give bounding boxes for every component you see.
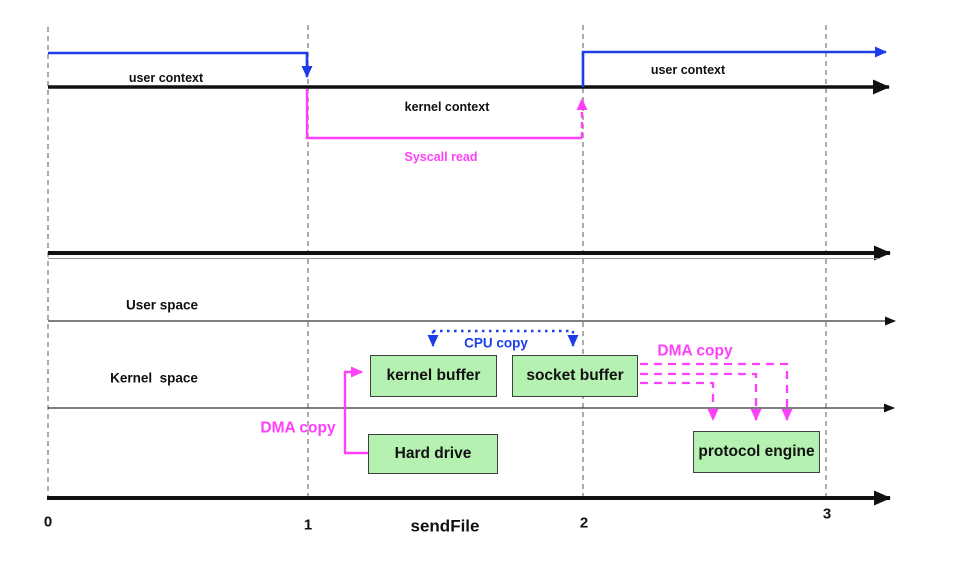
user-context-label-right: user context xyxy=(650,62,726,77)
socket-buffer-label: socket buffer xyxy=(526,367,624,384)
dma-copy-nic-line-1 xyxy=(640,362,793,421)
hard-drive-box: Hard drive xyxy=(368,434,498,474)
user-context-label-left: user context xyxy=(128,70,204,85)
syscall-read-label: Syscall read xyxy=(404,149,478,164)
cpu-copy-label: CPU copy xyxy=(464,335,528,351)
kernel-buffer-label: kernel buffer xyxy=(386,367,481,384)
syscall-read-line xyxy=(305,89,582,140)
user-context-line-left xyxy=(48,51,313,78)
user-context-line-right xyxy=(581,46,887,87)
tick-label-3: 3 xyxy=(822,505,832,523)
hard-drive-label: Hard drive xyxy=(394,445,472,462)
socket-buffer-box: socket buffer xyxy=(512,355,638,397)
dma-copy-disk-line xyxy=(343,366,368,455)
tick-label-2: 2 xyxy=(579,514,589,532)
dma-copy-disk-label: DMA copy xyxy=(260,419,336,437)
tick-label-0: 0 xyxy=(43,513,53,531)
kernel-space-label: Kernel space xyxy=(110,370,198,386)
kernel-context-label: kernel context xyxy=(404,99,490,114)
tick-label-1: 1 xyxy=(303,516,313,534)
dma-copy-nic-line-2 xyxy=(640,372,762,421)
protocol-engine-label: protocol engine xyxy=(698,443,815,460)
dma-copy-nic-label: DMA copy xyxy=(657,342,733,360)
dma-copy-nic-line-3 xyxy=(640,381,719,421)
user-space-label: User space xyxy=(125,297,199,313)
kernel-buffer-box: kernel buffer xyxy=(370,355,497,397)
protocol-engine-box: protocol engine xyxy=(693,431,820,473)
axis-title-sendfile: sendFile xyxy=(410,516,480,536)
